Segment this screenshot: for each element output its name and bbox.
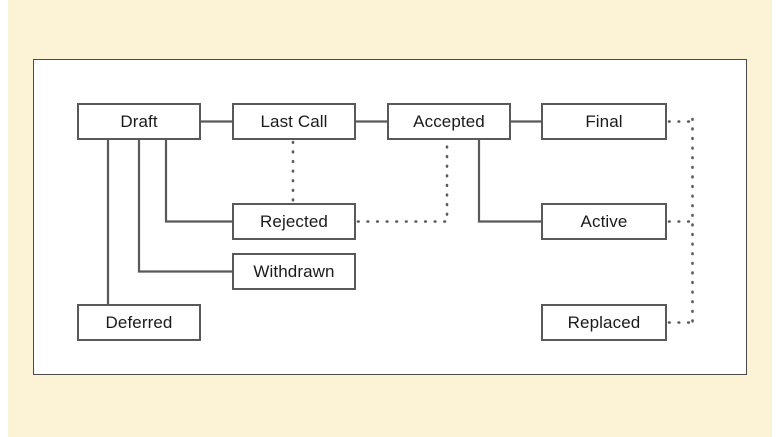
state-label-draft: Draft — [120, 112, 158, 131]
state-label-replaced: Replaced — [567, 313, 641, 332]
edge-draft-withdrawn — [137, 140, 232, 273]
state-label-final: Final — [585, 112, 623, 131]
state-node-rejected[interactable]: Rejected — [232, 203, 356, 240]
state-node-draft[interactable]: Draft — [77, 103, 201, 140]
edge-accepted-active — [477, 140, 541, 223]
state-node-final[interactable]: Final — [541, 103, 667, 140]
state-node-replaced[interactable]: Replaced — [541, 304, 667, 341]
state-node-deferred[interactable]: Deferred — [77, 304, 201, 341]
state-node-active[interactable]: Active — [541, 203, 667, 240]
state-node-accepted[interactable]: Accepted — [387, 103, 511, 140]
state-label-rejected: Rejected — [260, 212, 328, 231]
state-node-last-call[interactable]: Last Call — [232, 103, 356, 140]
state-label-active: Active — [580, 212, 628, 231]
edge-accepted-rejected-dotted — [356, 140, 449, 223]
state-label-last-call: Last Call — [260, 112, 328, 131]
edge-draft-rejected — [164, 140, 232, 223]
state-label-withdrawn: Withdrawn — [253, 262, 335, 281]
state-node-withdrawn[interactable]: Withdrawn — [232, 253, 356, 290]
state-label-accepted: Accepted — [413, 112, 485, 131]
state-label-deferred: Deferred — [105, 313, 173, 332]
